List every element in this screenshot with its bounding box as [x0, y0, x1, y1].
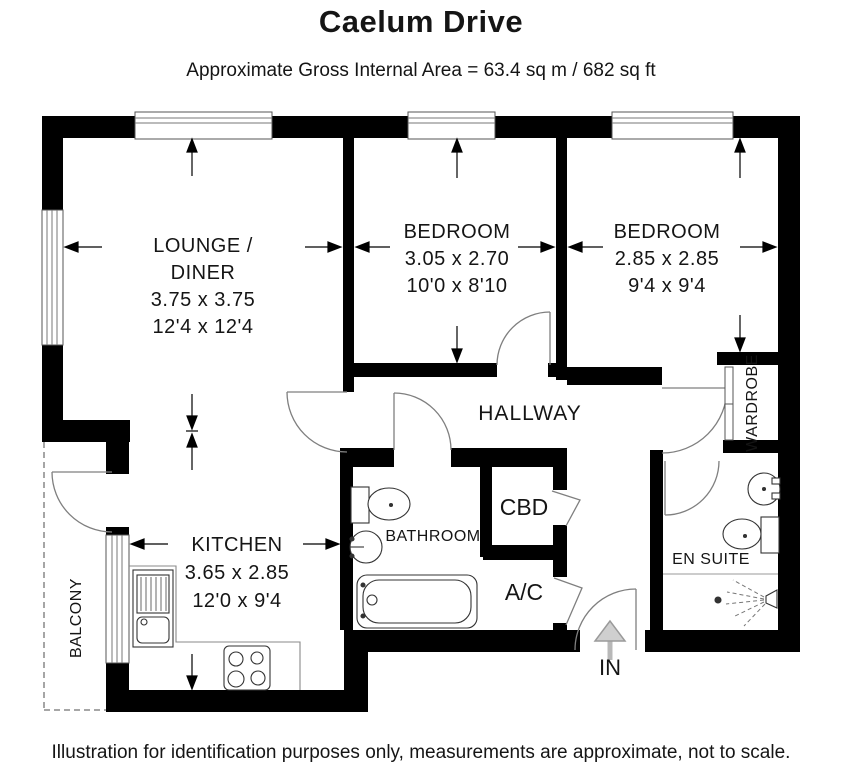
window-lounge-top-icon	[134, 111, 273, 140]
wall-bottom-middle	[344, 630, 580, 652]
page-title: Caelum Drive	[318, 4, 524, 39]
kitchen-fixtures	[129, 565, 301, 691]
disclaimer-text: Illustration for identification purposes…	[51, 742, 791, 763]
balcony-outline	[43, 442, 106, 711]
wall-bedroom1-south-a	[353, 363, 497, 377]
wall-kitchen-west-sill	[106, 527, 129, 535]
door-front-entrance-icon	[574, 588, 637, 651]
wall-bedroom-divider	[556, 138, 567, 380]
dimension-arrows	[63, 137, 778, 691]
room-label-balcony: BALCONY	[68, 578, 85, 658]
bedroom1-name: BEDROOM	[403, 221, 511, 243]
wall-bottom-kitchen	[106, 690, 368, 712]
ensuite-fixtures	[663, 472, 781, 627]
windows	[41, 111, 734, 664]
room-label-kitchen: KITCHEN 3.65 x 2.85 12'0 x 9'4	[137, 531, 337, 615]
wall-wardrobe-top	[717, 352, 800, 365]
wall-cbd-west	[480, 467, 492, 557]
bedroom2-dim-imperial: 9'4 x 9'4	[628, 275, 706, 297]
wardrobe-front-icon	[724, 366, 734, 441]
toilet-icon	[350, 486, 411, 524]
lounge-name-line2: DINER	[170, 262, 236, 284]
wall-cbd-east-a	[553, 467, 567, 490]
wall-kitchen-west-upper	[106, 442, 129, 474]
door-cbd-icon	[551, 490, 581, 527]
room-label-wardrobe: WARDROBE	[744, 354, 761, 452]
wall-step	[344, 652, 368, 712]
kitchen-sink-icon	[132, 569, 174, 648]
kitchen-dim-imperial: 12'0 x 9'4	[192, 590, 282, 612]
kitchen-dim-metric: 3.65 x 2.85	[184, 562, 290, 584]
wall-ac-east-b	[553, 623, 567, 652]
room-label-bedroom1: BEDROOM 3.05 x 2.70 10'0 x 8'10	[357, 219, 557, 300]
entrance-label: IN	[599, 655, 621, 680]
wall-lounge-east	[343, 138, 354, 392]
kitchen-counter-icon	[129, 565, 301, 690]
wall-ac-east-a	[553, 560, 567, 577]
area-subtitle: Approximate Gross Internal Area = 63.4 s…	[186, 60, 656, 81]
lounge-dim-imperial: 12'4 x 12'4	[152, 316, 254, 338]
ensuite-basin-icon	[747, 472, 781, 506]
bathtub-icon	[356, 574, 478, 629]
bedroom2-name: BEDROOM	[613, 221, 721, 243]
ensuite-toilet-icon	[722, 516, 780, 554]
wall-bathroom-west	[340, 448, 353, 630]
kitchen-name: KITCHEN	[191, 534, 283, 556]
basin-icon	[349, 530, 383, 564]
window-lounge-left-icon	[41, 209, 64, 346]
bedroom1-dim-metric: 3.05 x 2.70	[404, 248, 510, 270]
door-bathroom-icon	[393, 392, 452, 451]
wall-jut	[63, 420, 130, 442]
doors	[51, 311, 728, 651]
shower-icon	[663, 573, 778, 627]
wall-bedroom1-south-b	[548, 363, 567, 377]
wall-ensuite-west	[650, 450, 663, 652]
lounge-dim-metric: 3.75 x 3.75	[150, 289, 256, 311]
bathroom-fixtures	[349, 486, 478, 629]
wall-cbd-ac-divider	[483, 545, 567, 560]
window-kitchen-west-icon	[105, 534, 130, 664]
bedroom1-dim-imperial: 10'0 x 8'10	[406, 275, 508, 297]
door-bedroom1-icon	[496, 311, 551, 366]
room-label-hallway: HALLWAY	[478, 402, 582, 425]
wall-right	[778, 116, 800, 652]
room-label-cbd: CBD	[499, 494, 549, 520]
door-balcony-icon	[51, 471, 113, 533]
lounge-name-line1: LOUNGE /	[153, 235, 253, 257]
wall-cbd-east-b	[553, 525, 567, 545]
room-label-bedroom2: BEDROOM 2.85 x 2.85 9'4 x 9'4	[567, 219, 767, 300]
room-label-bathroom: BATHROOM	[385, 528, 481, 545]
door-ac-icon	[553, 577, 583, 626]
window-bedroom2-top-icon	[611, 111, 734, 140]
wall-bathroom-top-b	[451, 448, 567, 467]
room-label-ensuite: EN SUITE	[672, 551, 750, 568]
entrance-arrow-icon	[593, 619, 627, 660]
door-lounge-hallway-icon	[286, 391, 348, 453]
bedroom2-dim-metric: 2.85 x 2.85	[614, 248, 720, 270]
wall-bottom-right	[645, 630, 800, 652]
shower-drain-icon	[714, 596, 722, 604]
wall-bathroom-top-a	[350, 448, 394, 467]
wall-wardrobe-bottom	[723, 440, 778, 453]
door-ensuite-icon	[664, 460, 720, 516]
window-bedroom1-top-icon	[407, 111, 496, 140]
room-label-ac: A/C	[504, 579, 544, 605]
wall-bedroom2-south	[567, 367, 662, 385]
room-label-lounge-diner: LOUNGE / DINER 3.75 x 3.75 12'4 x 12'4	[103, 233, 303, 341]
door-bedroom2-icon	[661, 387, 728, 454]
kitchen-hob-icon	[223, 645, 271, 691]
